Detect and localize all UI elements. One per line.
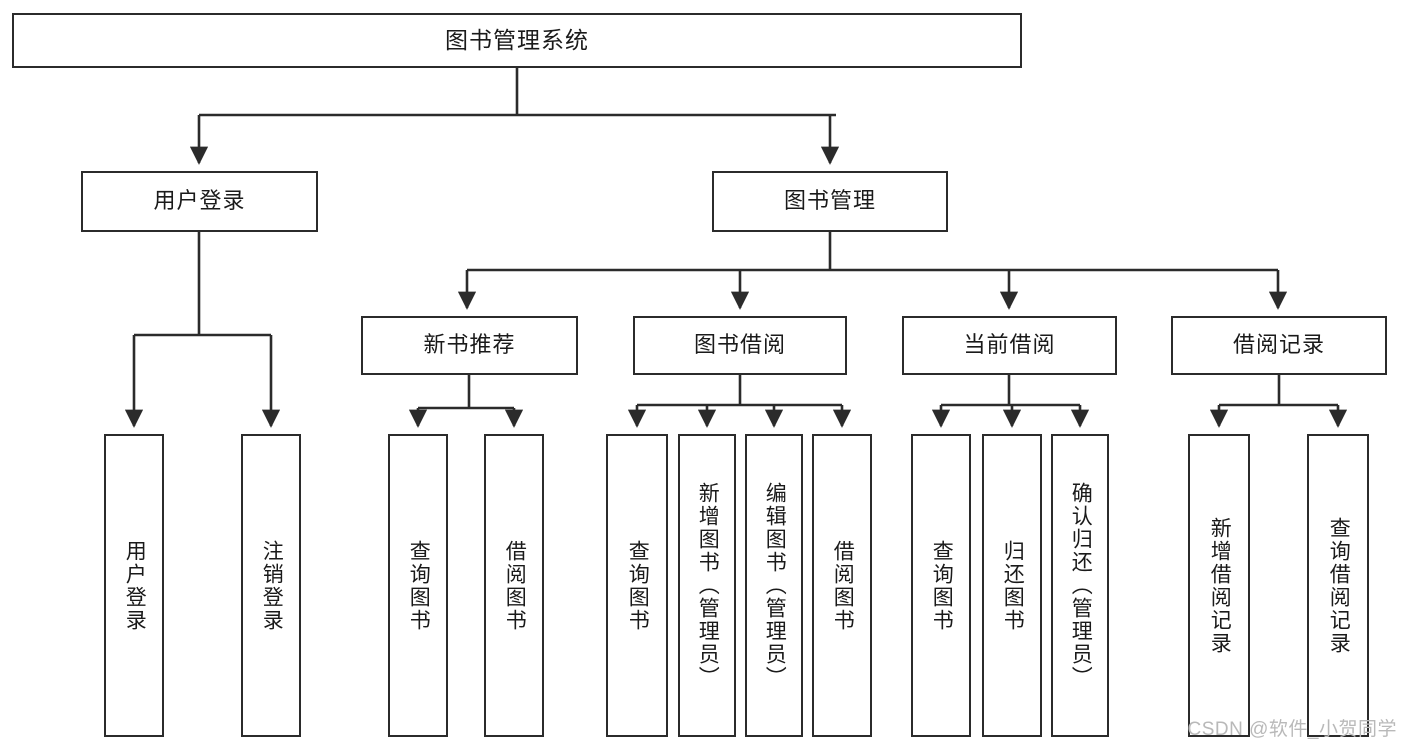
node-leaf-query-book-1[interactable]: 查询图书 [388,434,448,737]
node-book-manage[interactable]: 图书管理 [712,171,948,232]
node-current-borrow[interactable]: 当前借阅 [902,316,1117,375]
node-leaf-edit-book[interactable]: 编辑图书（管理员） [745,434,803,737]
node-user-login[interactable]: 用户登录 [81,171,318,232]
node-leaf-borrow-book-1[interactable]: 借阅图书 [484,434,544,737]
node-borrow-record[interactable]: 借阅记录 [1171,316,1387,375]
node-root[interactable]: 图书管理系统 [12,13,1022,68]
node-leaf-query-book-2[interactable]: 查询图书 [606,434,668,737]
node-leaf-add-record[interactable]: 新增借阅记录 [1188,434,1250,737]
node-leaf-query-record[interactable]: 查询借阅记录 [1307,434,1369,737]
node-leaf-query-book-3[interactable]: 查询图书 [911,434,971,737]
node-leaf-add-book[interactable]: 新增图书（管理员） [678,434,736,737]
node-leaf-borrow-book-2[interactable]: 借阅图书 [812,434,872,737]
csdn-watermark: CSDN @软件_小贺同学 [1187,719,1397,740]
node-leaf-confirm-return[interactable]: 确认归还（管理员） [1051,434,1109,737]
node-new-book-recommend[interactable]: 新书推荐 [361,316,578,375]
node-leaf-user-login[interactable]: 用户登录 [104,434,164,737]
node-leaf-user-logout[interactable]: 注销登录 [241,434,301,737]
node-leaf-return-book[interactable]: 归还图书 [982,434,1042,737]
node-book-borrow[interactable]: 图书借阅 [633,316,847,375]
